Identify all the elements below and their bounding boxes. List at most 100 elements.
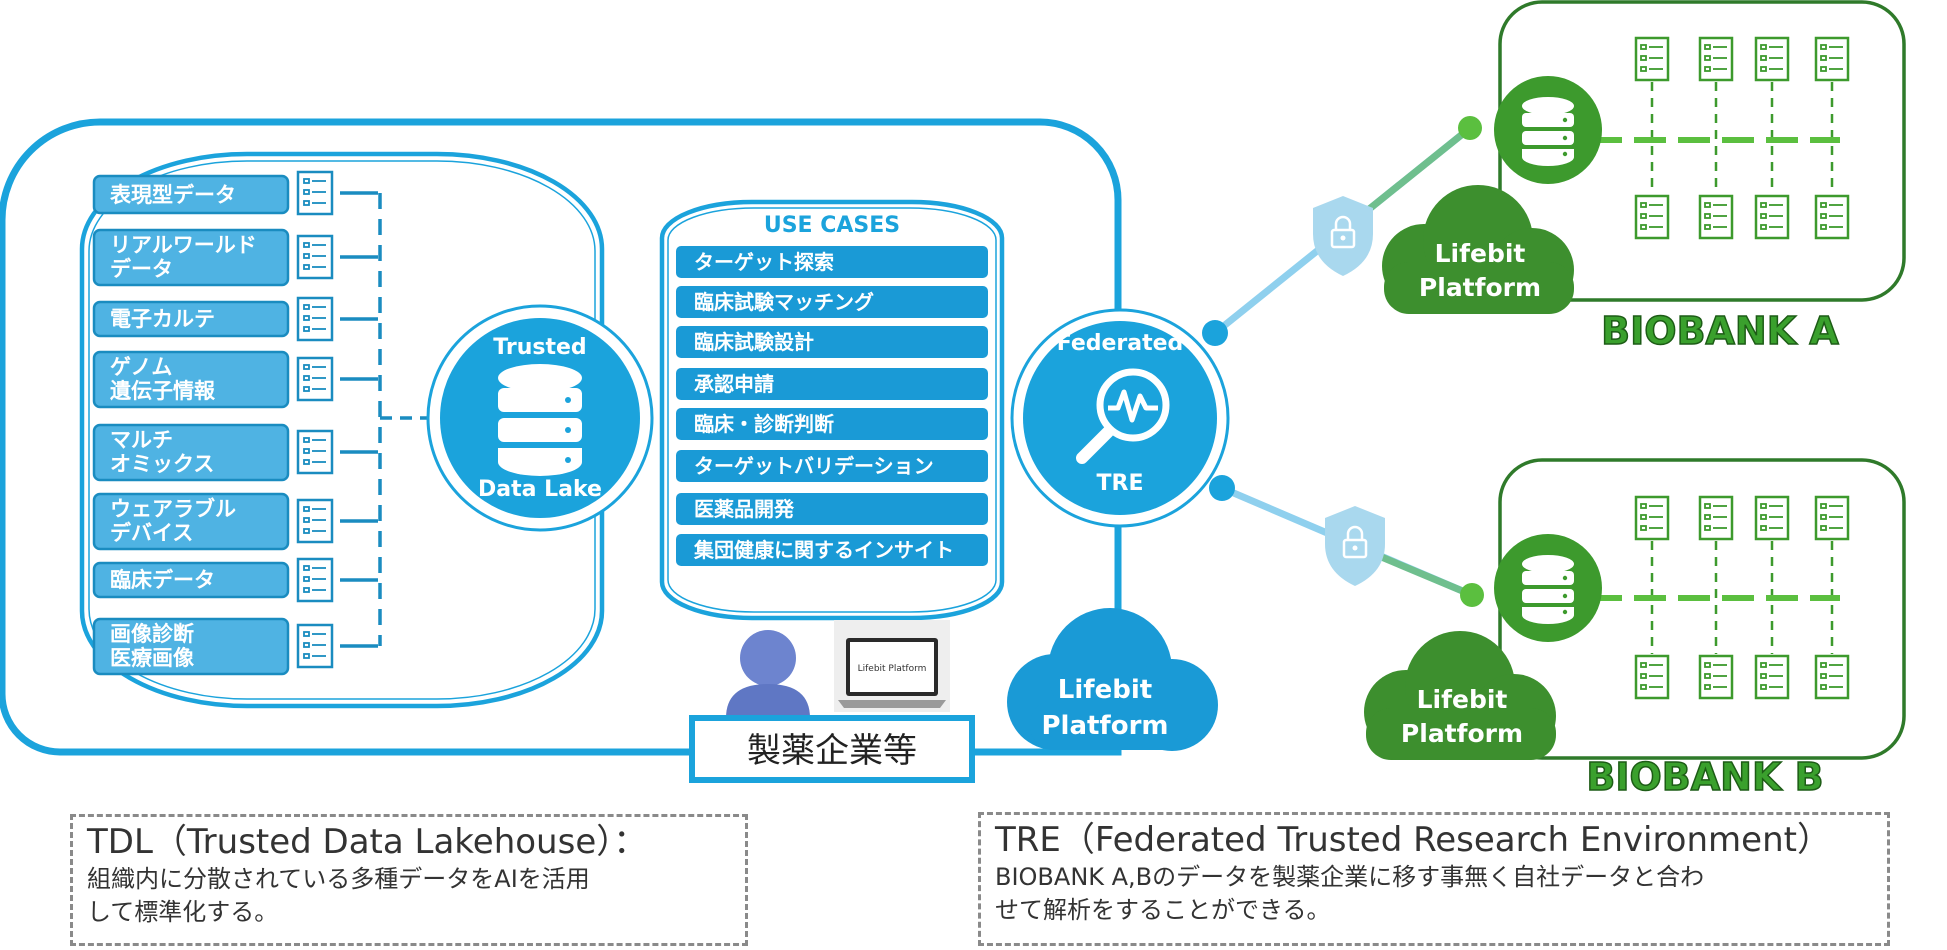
use-case-item[interactable]: 臨床・診断判断 — [676, 408, 988, 440]
magnifier-pulse-icon — [1076, 368, 1170, 464]
source-label: データ — [110, 257, 173, 281]
platform-label: Platform — [1041, 711, 1168, 741]
source-box[interactable]: ゲノム 遺伝子情報 — [92, 350, 290, 409]
use-case-label: ターゲットバリデーション — [694, 454, 934, 478]
document-icon — [1754, 654, 1790, 700]
platform-label: Platform — [1401, 719, 1523, 748]
source-box[interactable]: 表現型データ — [92, 174, 290, 215]
document-icon — [1698, 654, 1734, 700]
laptop-screen-label: Lifebit Platform — [858, 664, 927, 674]
document-icon — [296, 356, 334, 402]
tre-subtitle: TRE — [1097, 471, 1144, 496]
use-case-label: 臨床・診断判断 — [694, 412, 834, 436]
source-label: リアルワールド — [110, 233, 257, 257]
biobank-a-label: BIOBANK A — [1601, 309, 1839, 353]
document-icon — [1634, 194, 1670, 240]
use-case-item[interactable]: 臨床試験マッチング — [676, 286, 988, 318]
source-connectors — [340, 191, 428, 648]
tdl-note-title: TDL（Trusted Data Lakehouse）： — [87, 822, 648, 862]
document-icon — [1754, 194, 1790, 240]
company-label-box: 製薬企業等 — [689, 715, 975, 783]
document-icon — [1754, 495, 1790, 541]
use-cases-title: USE CASES — [764, 213, 900, 238]
hub-subtitle: Data Lake — [478, 477, 602, 502]
source-box[interactable]: 電子カルテ — [92, 300, 290, 338]
use-case-label: 医薬品開発 — [694, 497, 795, 521]
document-icon — [296, 557, 334, 603]
lifebit-label: Lifebit — [1435, 239, 1526, 268]
document-icon — [1814, 194, 1850, 240]
person-icon — [726, 630, 810, 718]
document-icon — [1814, 654, 1850, 700]
biobank-b-database[interactable] — [1494, 534, 1602, 642]
laptop-icon: Lifebit Platform — [834, 620, 950, 712]
database-icon — [1522, 97, 1574, 166]
document-icon — [296, 170, 334, 216]
lifebit-cloud-green-b[interactable]: Lifebit Platform — [1364, 631, 1556, 760]
document-icon — [296, 234, 334, 280]
use-case-item[interactable]: 医薬品開発 — [676, 493, 988, 525]
federated-tre-hub[interactable]: Federated TRE — [1010, 308, 1230, 528]
document-icon — [1698, 36, 1734, 82]
hub-title: Trusted — [493, 335, 586, 360]
document-icon — [1698, 194, 1734, 240]
source-box[interactable]: ウェアラブル デバイス — [92, 492, 290, 551]
use-case-label: ターゲット探索 — [694, 250, 834, 274]
tre-note-title: TRE（Federated Trusted Research Environme… — [995, 820, 1831, 860]
tre-note-body-line: せて解析をすることができる。 — [995, 896, 1331, 924]
source-label: ゲノム — [110, 355, 172, 379]
document-icon — [1814, 495, 1850, 541]
shield-lock-icon — [1325, 506, 1385, 586]
lifebit-cloud-blue[interactable]: Lifebit Platform — [1007, 608, 1218, 751]
use-case-label: 臨床試験設計 — [694, 330, 814, 354]
source-doc-icons — [296, 170, 334, 669]
use-cases-panel: USE CASES ターゲット探索 臨床試験マッチング 臨床試験設計 承認申請 … — [659, 199, 1005, 621]
use-case-label: 臨床試験マッチング — [694, 290, 874, 314]
shield-lock-icon — [1313, 196, 1373, 276]
source-box[interactable]: 画像診断 医療画像 — [92, 617, 290, 676]
document-icon — [296, 296, 334, 342]
use-case-label: 承認申請 — [694, 372, 774, 396]
company-label: 製薬企業等 — [747, 731, 917, 771]
document-icon — [296, 429, 334, 475]
document-icon — [1634, 36, 1670, 82]
trusted-data-lake-hub[interactable]: Trusted Data Lake — [426, 304, 654, 532]
tre-title: Federated — [1057, 331, 1184, 356]
document-icon — [1634, 495, 1670, 541]
source-label: 表現型データ — [110, 183, 236, 207]
source-label: 画像診断 — [110, 622, 194, 646]
use-case-item[interactable]: ターゲット探索 — [676, 246, 988, 278]
tdl-outer-frame — [0, 118, 1122, 756]
use-case-label: 集団健康に関するインサイト — [693, 538, 954, 562]
document-icon — [1698, 495, 1734, 541]
use-case-item[interactable]: 臨床試験設計 — [676, 326, 988, 358]
source-label: マルチ — [110, 428, 173, 452]
document-icon — [1754, 36, 1790, 82]
tdl-note: TDL（Trusted Data Lakehouse）： 組織内に分散されている… — [70, 814, 748, 946]
document-icon — [1634, 654, 1670, 700]
tre-note: TRE（Federated Trusted Research Environme… — [978, 812, 1890, 946]
source-box[interactable]: リアルワールド データ — [92, 228, 290, 287]
source-label: 臨床データ — [110, 568, 215, 592]
database-icon — [1522, 555, 1574, 624]
source-box[interactable]: マルチ オミックス — [92, 423, 290, 482]
lifebit-label: Lifebit — [1058, 675, 1152, 705]
source-label: 医療画像 — [110, 646, 195, 670]
document-icon — [296, 498, 334, 544]
source-label: 遺伝子情報 — [110, 379, 216, 403]
database-icon — [498, 364, 582, 476]
biobank-a-database[interactable] — [1494, 76, 1602, 184]
lifebit-cloud-green-a[interactable]: Lifebit Platform — [1382, 185, 1574, 314]
source-label: ウェアラブル — [110, 497, 236, 521]
use-case-item[interactable]: 承認申請 — [676, 368, 988, 400]
platform-label: Platform — [1419, 273, 1541, 302]
use-case-item[interactable]: ターゲットバリデーション — [676, 450, 988, 482]
tdl-note-body-line: 組織内に分散されている多種データをAIを活用 — [87, 865, 590, 893]
use-case-item[interactable]: 集団健康に関するインサイト — [676, 534, 988, 566]
lifebit-label: Lifebit — [1417, 685, 1508, 714]
source-label: 電子カルテ — [110, 307, 215, 331]
source-box[interactable]: 臨床データ — [92, 561, 290, 599]
document-icon — [1814, 36, 1850, 82]
source-label: デバイス — [110, 521, 193, 545]
